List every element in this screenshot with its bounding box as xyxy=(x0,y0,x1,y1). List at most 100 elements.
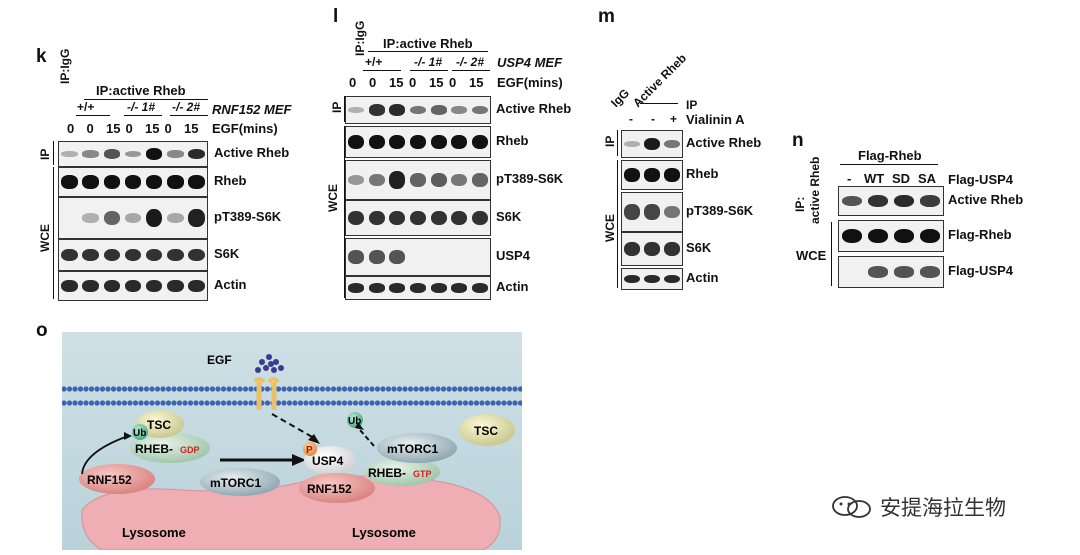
panel_k-blot-5-band-5 xyxy=(145,279,163,293)
panel_k-egf-time-5: 15 xyxy=(145,121,160,136)
tsc-right-text: TSC xyxy=(474,424,498,438)
panel_l-blot-5-band-3 xyxy=(389,250,406,264)
panel-m-ip-section: IP xyxy=(603,135,617,147)
panel_k-blot-4-band-2 xyxy=(82,248,99,262)
rheb-gdp-text: RHEB- xyxy=(135,442,173,456)
panel_l-blot-6-band-2 xyxy=(368,283,385,293)
tsc-right xyxy=(459,414,515,446)
panel_l-blot-2-band-4 xyxy=(409,134,426,150)
phospho-site xyxy=(303,442,317,456)
panel-k-model: RNF152 MEF xyxy=(212,102,292,117)
panel-m-sign-3: + xyxy=(670,112,678,126)
panel_m-blot-4-band-1 xyxy=(624,242,640,256)
panel_m-blot-4 xyxy=(621,232,683,266)
panel_l-blot-1-band-7 xyxy=(471,105,488,115)
panel_k-blot-4-band-1 xyxy=(61,248,78,262)
panel_k-blot-5-band-1 xyxy=(61,279,78,293)
panel_k-blot-5 xyxy=(58,271,208,301)
panel-l-genotype-wt: +/+ xyxy=(365,55,383,69)
panel_k-blot-1-band-7 xyxy=(188,148,205,160)
panel-m-ip-label: IP xyxy=(686,98,698,112)
panel_k-blot-5-band-6 xyxy=(167,279,184,293)
panel_m-blot-2-band-1 xyxy=(624,168,640,182)
panel_k-egf-time-6: 0 xyxy=(164,121,172,136)
egf-ligand-cluster xyxy=(255,354,284,373)
panel_l-blot-label-6: Actin xyxy=(496,279,529,294)
panel_l-blot-label-2: Rheb xyxy=(496,133,529,148)
panel_n-blot-2-band-1 xyxy=(841,228,863,244)
panel_n-blot-label-1: Active Rheb xyxy=(948,192,1024,207)
panel_l-blot-4-band-5 xyxy=(430,210,447,226)
panel_m-blot-5 xyxy=(621,268,683,290)
panel_k-blot-1 xyxy=(58,141,208,167)
panel_n-blot-1-band-3 xyxy=(893,194,915,208)
watermark-text: 安提海拉生物 xyxy=(880,497,1006,520)
panel_l-blot-2-band-1 xyxy=(348,134,365,150)
panel_m-blot-1-band-1 xyxy=(624,140,640,148)
wechat-icon xyxy=(832,496,871,518)
panel_k-blot-1-band-3 xyxy=(103,149,121,159)
panel_n-blot-1-band-2 xyxy=(867,194,889,208)
usp4 xyxy=(304,446,356,474)
usp4-text: USP4 xyxy=(312,454,344,468)
panel_k-blot-1-band-1 xyxy=(61,151,78,157)
rnf152-right xyxy=(299,473,375,503)
panel_k-blot-1-band-5 xyxy=(145,148,163,160)
panel-l-label: l xyxy=(333,6,339,27)
panel_k-blot-4-band-4 xyxy=(124,248,142,262)
panel_l-blot-label-3: pT389-S6K xyxy=(496,171,564,186)
panel_n-blot-1-band-1 xyxy=(841,195,863,207)
panel_l-egf-time-2: 0 xyxy=(369,75,377,90)
rnf152-right-text: RNF152 xyxy=(307,482,352,496)
panel_k-blot-4-band-5 xyxy=(145,248,163,262)
panel-m-sign-2: - xyxy=(651,112,655,126)
panel_k-egf-time-7: 15 xyxy=(184,121,199,136)
panel_l-egf-time-6: 0 xyxy=(449,75,457,90)
panel_k-blot-1-band-4 xyxy=(124,150,142,158)
panel-k-genotype-ko1: -/- 1# xyxy=(127,100,156,114)
panel_m-blot-1 xyxy=(621,130,683,158)
panel_n-blot-1 xyxy=(838,186,944,216)
panel_l-blot-5-band-2 xyxy=(368,250,385,264)
panel_k-blot-4-band-6 xyxy=(167,248,184,262)
panel_l-blot-6-band-4 xyxy=(409,283,426,293)
panel_l-blot-6-band-3 xyxy=(389,283,406,293)
panel_l-blot-1-band-1 xyxy=(348,106,365,114)
tsc-left xyxy=(136,410,184,438)
panel_m-blot-label-5: Actin xyxy=(686,270,719,285)
panel_l-blot-1-band-3 xyxy=(389,104,406,116)
panel-l-genotype-ko2: -/- 2# xyxy=(456,55,485,69)
panel-l-genotype-ko1: -/- 1# xyxy=(414,55,443,69)
panel_l-blot-1-band-2 xyxy=(368,104,385,116)
panel_m-blot-5-band-3 xyxy=(664,274,680,284)
panel_l-blot-1-band-5 xyxy=(430,105,447,115)
panel_k-blot-2-band-6 xyxy=(167,175,184,189)
panel_l-blot-2 xyxy=(345,126,491,158)
panel_n-blot-3-band-2 xyxy=(867,266,889,278)
panel-n-col-2: WT xyxy=(864,171,885,186)
egf-signal-arrow xyxy=(271,413,315,439)
panel_k-blot-label-2: Rheb xyxy=(214,173,247,188)
panel_k-blot-4 xyxy=(58,239,208,271)
panel_k-blot-3-band-3 xyxy=(103,210,121,226)
lysosome-right-text: Lysosome xyxy=(352,525,416,540)
panel_m-blot-3-band-1 xyxy=(624,204,640,220)
panel_k-blot-2-band-1 xyxy=(61,175,78,189)
panel_l-blot-2-band-7 xyxy=(471,134,488,150)
panel_k-egf-time-3: 15 xyxy=(106,121,121,136)
rnf152-left-text: RNF152 xyxy=(87,473,132,487)
panel-n-col-3: SD xyxy=(892,171,911,186)
panel_l-blot-4-band-7 xyxy=(471,210,488,226)
panel_n-blot-1-band-4 xyxy=(919,195,941,207)
panel_l-blot-3-band-3 xyxy=(389,171,406,189)
lysosome-left-text: Lysosome xyxy=(122,525,186,540)
panel_l-blot-4-band-4 xyxy=(409,210,426,226)
panel_l-blot-2-band-5 xyxy=(430,134,447,150)
panel_k-egf-time-4: 0 xyxy=(125,121,133,136)
panel_m-blot-2 xyxy=(621,160,683,190)
ubiquitination-arrow xyxy=(81,435,129,475)
panel_l-blot-4 xyxy=(345,200,491,236)
panel_l-egf-time-5: 15 xyxy=(429,75,444,90)
panel_k-blot-2 xyxy=(58,167,208,197)
plasma-membrane xyxy=(61,386,524,406)
